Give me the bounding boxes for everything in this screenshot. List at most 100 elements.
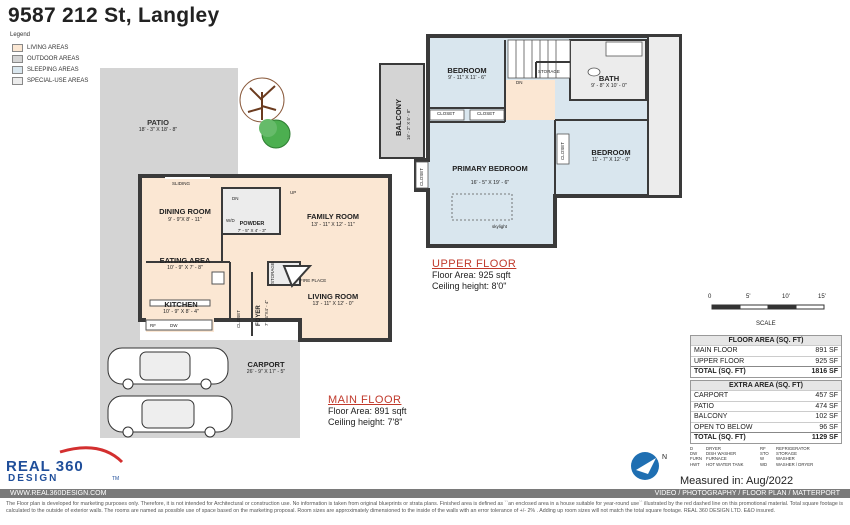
bedroom-1-label: BEDROOM bbox=[447, 66, 487, 75]
table-total-row: TOTAL (SQ. FT) 1129 SF bbox=[691, 432, 841, 443]
table-row: UPPER FLOOR 925 SF bbox=[691, 355, 841, 367]
patio-dims: 18' - 3" X 18' - 8" bbox=[138, 127, 178, 133]
row-name: UPPER FLOOR bbox=[694, 357, 745, 365]
footer-url-link[interactable]: WWW.REAL360DESIGN.COM bbox=[10, 490, 107, 497]
upper-down-label: DN bbox=[516, 80, 523, 85]
legend-label: SLEEPING AREAS bbox=[27, 67, 79, 73]
legend-item-outdoor: OUTDOOR AREAS bbox=[12, 55, 79, 63]
row-name: BALCONY bbox=[694, 413, 728, 420]
row-value: 102 SF bbox=[815, 413, 838, 420]
row-name: PATIO bbox=[694, 402, 714, 410]
table-row: PATIO 474 SF bbox=[691, 400, 841, 412]
dining-room-label: DINING ROOM bbox=[159, 207, 211, 216]
floor-area-header: FLOOR AREA (SQ. FT) bbox=[691, 336, 841, 345]
scale-tick-15: 15' bbox=[818, 294, 826, 300]
row-value: 1129 SF bbox=[811, 434, 838, 441]
primary-bedroom-label: PRIMARY BEDROOM bbox=[452, 164, 528, 173]
table-row: BALCONY 102 SF bbox=[691, 411, 841, 422]
footer-bar: WWW.REAL360DESIGN.COM VIDEO / PHOTOGRAPH… bbox=[0, 489, 850, 498]
primary-bedroom-dims: 16' - 5" X 19' - 6" bbox=[470, 180, 510, 186]
kitchen-label: KITCHEN bbox=[164, 300, 198, 309]
eating-area-label: EATING AREA bbox=[159, 256, 211, 265]
upper-storage-label: STORAGE bbox=[538, 69, 560, 74]
refrigerator-label: RF bbox=[150, 323, 156, 328]
brand-logo-text: REAL 360 bbox=[6, 458, 84, 475]
measured-date: Measured in: Aug/2022 bbox=[680, 475, 794, 487]
foyer-label: FOYER bbox=[256, 305, 262, 326]
legend-label: SPECIAL-USE AREAS bbox=[27, 78, 89, 84]
main-floor-ceiling: Ceiling height: 7'8" bbox=[328, 417, 403, 427]
car-icon bbox=[107, 395, 233, 438]
row-value: 457 SF bbox=[815, 392, 838, 399]
floor-area-table: FLOOR AREA (SQ. FT) MAIN FLOOR 891 SF UP… bbox=[690, 335, 842, 378]
bath-label: BATH bbox=[598, 74, 620, 83]
table-row: OPEN TO BELOW 96 SF bbox=[691, 421, 841, 433]
upper-floor-block: UPPER FLOOR Floor Area: 925 sqft Ceiling… bbox=[432, 258, 516, 292]
main-floor-heading: MAIN FLOOR bbox=[328, 394, 402, 406]
balcony-dims: 16' - 2" X 5' - 8" bbox=[406, 109, 411, 140]
sliding-door-label: SLIDING bbox=[172, 181, 191, 186]
upper-floor-heading: UPPER FLOOR bbox=[432, 258, 517, 270]
tree-icon bbox=[239, 77, 291, 149]
brand-trademark: TM bbox=[112, 476, 120, 482]
family-room-dims: 13' - 11" X 12' - 11" bbox=[311, 222, 355, 228]
living-room-dims: 13' - 11" X 12' - 0" bbox=[312, 301, 354, 307]
main-floor-block: MAIN FLOOR Floor Area: 891 sqft Ceiling … bbox=[328, 394, 407, 428]
storage-label: STORAGE bbox=[270, 262, 275, 284]
logo-swoosh bbox=[59, 446, 124, 464]
compass-north-label: N bbox=[662, 454, 668, 461]
row-name: OPEN TO BELOW bbox=[694, 423, 753, 431]
open-to-below-area bbox=[647, 35, 681, 197]
upper-floor-area: Floor Area: 925 sqft bbox=[432, 270, 511, 280]
stairs-icon bbox=[507, 39, 571, 79]
closet-label: CLOSET bbox=[236, 309, 241, 328]
carport-label: CARPORT bbox=[247, 360, 285, 369]
powder-room-label: POWDER bbox=[239, 221, 265, 227]
scale-label: SCALE bbox=[756, 321, 776, 327]
closet-label: CLOSET bbox=[437, 111, 456, 116]
stove-icon bbox=[211, 271, 225, 285]
scale-bar bbox=[711, 304, 825, 310]
car-icon bbox=[107, 347, 229, 390]
bedroom-2-dims: 11' - 7" X 12' - 0" bbox=[591, 157, 631, 163]
legend-label: LIVING AREAS bbox=[27, 45, 69, 51]
brand-logo-subtext: DESIGN bbox=[8, 473, 59, 484]
table-row: CARPORT 457 SF bbox=[691, 390, 841, 401]
page-title: 9587 212 St, Langley bbox=[8, 4, 220, 27]
legend-item-special: SPECIAL-USE AREAS bbox=[12, 77, 88, 85]
legend-label: OUTDOOR AREAS bbox=[27, 56, 80, 62]
bath-dims: 9' - 8" X 10' - 0" bbox=[591, 83, 627, 89]
dishwasher-label: DW bbox=[170, 323, 178, 328]
extra-area-table: EXTRA AREA (SQ. FT) CARPORT 457 SF PATIO… bbox=[690, 380, 842, 444]
main-floor-area: Floor Area: 891 sqft bbox=[328, 406, 407, 416]
powder-room-dims: 7' - 5" X 4' - 3" bbox=[237, 228, 267, 233]
down-stairs-label: DN bbox=[232, 196, 239, 201]
legend-item-sleeping: SLEEPING AREAS bbox=[12, 66, 79, 74]
patio-label: PATIO bbox=[147, 118, 169, 127]
legend-item-living: LIVING AREAS bbox=[12, 44, 68, 52]
dining-room-dims: 9' - 9"X 8' - 11" bbox=[168, 217, 202, 223]
closet-label: CLOSET bbox=[419, 167, 424, 186]
fireplace-label: FIRE PLACE bbox=[300, 278, 327, 283]
scale-tick-5: 5' bbox=[746, 294, 751, 300]
balcony-label: BALCONY bbox=[394, 98, 403, 136]
balcony-area bbox=[379, 63, 425, 159]
skylight-label: skylight bbox=[492, 224, 508, 229]
family-room-label: FAMILY ROOM bbox=[306, 212, 360, 221]
powder-room bbox=[221, 187, 281, 235]
row-name: TOTAL (SQ. FT) bbox=[694, 434, 746, 441]
closet-label: CLOSET bbox=[560, 141, 565, 160]
compass-icon bbox=[631, 452, 659, 480]
upper-floor-ceiling: Ceiling height: 8'0" bbox=[432, 281, 507, 291]
living-room-label: LIVING ROOM bbox=[307, 292, 359, 301]
legend-swatch-outdoor bbox=[12, 55, 23, 63]
row-name: MAIN FLOOR bbox=[694, 347, 738, 354]
bedroom-1-dims: 9' - 11" X 11' - 6" bbox=[448, 75, 486, 81]
up-stairs-label: UP bbox=[290, 190, 297, 195]
carport-dims: 26' - 9" X 17' - 5" bbox=[246, 369, 286, 375]
